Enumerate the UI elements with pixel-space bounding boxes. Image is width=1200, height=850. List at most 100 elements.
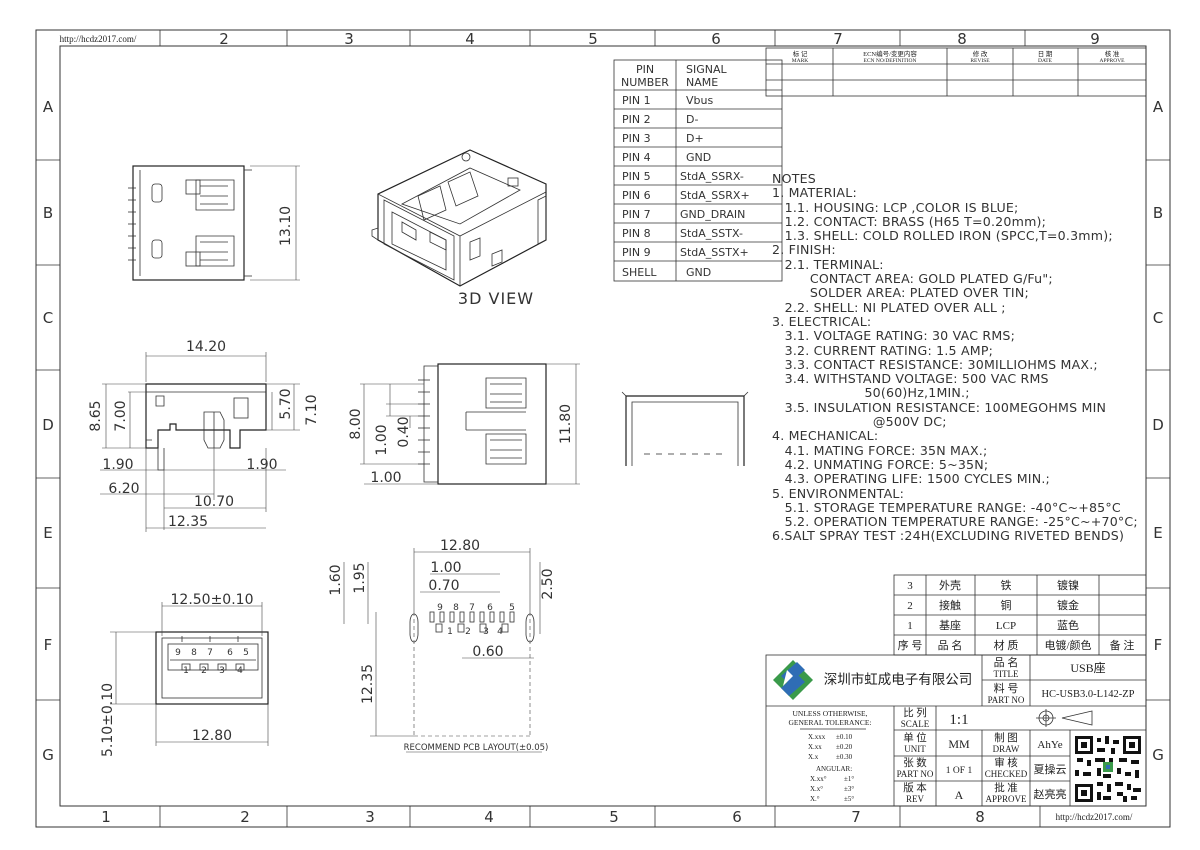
front-pin-label: 9 — [175, 648, 181, 658]
rev-header-en: ECN NO/DEFINITION — [863, 58, 916, 64]
title-block: 深圳市虹成电子有限公司 品 名 TITLE USB座 料 号 PART NO H… — [765, 654, 1147, 807]
pin-number: PIN 1 — [622, 94, 651, 107]
title-label-cn: 品 名 — [994, 655, 1019, 669]
top-column-labels: 2 3 4 5 6 7 8 9 — [219, 30, 1100, 48]
pcb-pin-label: 1 — [447, 627, 453, 637]
col-label: 5 — [609, 808, 619, 826]
company-logo — [773, 660, 813, 700]
dim-12-35: 12.35 — [168, 514, 208, 530]
notes-line: 4. MECHANICAL: — [772, 428, 879, 444]
rev-header-cn: ECN编号/变更内容 — [863, 49, 917, 58]
col-label: 4 — [484, 808, 494, 826]
row-label: B — [1153, 204, 1163, 222]
dim-pcb-2-50: 2.50 — [540, 568, 556, 599]
dim-7-00: 7.00 — [113, 400, 129, 431]
pcb-pin-label: 4 — [497, 627, 503, 637]
signal-header: SIGNAL — [686, 63, 728, 76]
pin-header: NUMBER — [621, 76, 669, 89]
rev-header-cn: 核 准 — [1105, 49, 1120, 58]
dim-13-10: 13.10 — [278, 206, 294, 246]
col-label: 6 — [711, 30, 721, 48]
pin-signal: GND — [686, 151, 711, 164]
notes-line: 50(60)Hz,1MIN.; — [772, 385, 970, 401]
dim-8-00: 8.00 — [348, 408, 364, 439]
approve-value: 赵亮亮 — [1034, 787, 1067, 801]
dim-12-50: 12.50±0.10 — [171, 592, 254, 608]
notes-line: 1.3. SHELL: COLD ROLLED IRON (SPCC,T=0.3… — [772, 228, 1113, 244]
pin-number: PIN 7 — [622, 208, 651, 221]
part-value: HC-USB3.0-L142-ZP — [1041, 689, 1134, 700]
row-labels-right: A B C D E F G — [1152, 98, 1164, 764]
check-label-cn: 审 核 — [994, 756, 1018, 769]
row-label: E — [1153, 524, 1162, 542]
col-label: 4 — [465, 30, 475, 48]
col-label: 8 — [957, 30, 967, 48]
pin-signal: D- — [686, 113, 698, 126]
dim-1-00-bottom: 1.00 — [370, 470, 401, 486]
pcb-pin-label: 8 — [453, 603, 459, 613]
tol-key: X.xx — [808, 743, 822, 751]
rev-label-cn: 版 本 — [903, 781, 927, 794]
part-label-en: PART NO — [988, 695, 1025, 705]
bom-header-finish: 电镀/颜色 — [1044, 638, 1091, 652]
front-pin-label: 5 — [243, 648, 249, 658]
draw-label-en: DRAW — [993, 744, 1020, 754]
rev-header-cn: 日 期 — [1038, 50, 1053, 58]
bom-finish: 蓝色 — [1057, 618, 1079, 632]
pin-signal: StdA_SSTX+ — [680, 246, 749, 259]
bom-finish: 镀镍 — [1057, 578, 1079, 592]
rev-header-en: APPROVE — [1099, 58, 1125, 64]
pin-number: SHELL — [622, 266, 657, 279]
ang-key: X.x° — [810, 785, 823, 793]
rev-label-en: REV — [906, 794, 925, 804]
front-pin-label: 1 — [183, 666, 189, 676]
pin-number: PIN 8 — [622, 227, 651, 240]
notes-line: 3.1. VOLTAGE RATING: 30 VAC RMS; — [772, 328, 1016, 344]
tol-key: X.xxx — [808, 733, 826, 741]
bottom-view-drawing: 11.80 8.00 1.00 0.40 1.00 — [348, 363, 580, 486]
notes-line: 3.2. CURRENT RATING: 1.5 AMP; — [772, 342, 994, 358]
bom-header-material: 材 质 — [994, 638, 1019, 652]
col-label: 6 — [732, 808, 742, 826]
col-label: 3 — [365, 808, 375, 826]
projection-symbol-icon — [1036, 709, 1093, 727]
rev-header-en: DATE — [1038, 58, 1053, 64]
pin-table: PIN NUMBER SIGNAL NAME PIN 1 Vbus PIN 2 … — [613, 59, 783, 282]
front-pin-label: 2 — [201, 666, 207, 676]
bom-header-name: 品 名 — [938, 638, 963, 652]
col-label: 7 — [851, 808, 861, 826]
qr-code-icon — [1073, 734, 1143, 804]
draw-value: AhYe — [1037, 739, 1062, 751]
notes-section: NOTES 1. MATERIAL: 1.1. HOUSING: LCP ,CO… — [772, 171, 1172, 544]
bom-name: 外壳 — [939, 578, 961, 592]
pin-signal: Vbus — [686, 94, 713, 107]
unit-label-en: UNIT — [904, 744, 926, 754]
ang-value: ±3° — [844, 785, 854, 793]
sheet-label-cn: 张 数 — [903, 756, 927, 769]
draw-label-cn: 制 图 — [994, 731, 1018, 744]
tolerance-title: GENERAL TOLERANCE: — [789, 718, 872, 727]
ang-key: X.° — [810, 795, 820, 803]
dim-pcb-1-00: 1.00 — [430, 560, 461, 576]
pin-number: PIN 4 — [622, 151, 651, 164]
tol-value: ±0.30 — [836, 753, 853, 761]
dim-1-90-right: 1.90 — [246, 457, 277, 473]
revision-table: 标 记 MARK ECN编号/变更内容 ECN NO/DEFINITION 修 … — [765, 47, 1147, 97]
dim-pcb-1-95: 1.95 — [352, 562, 368, 593]
approve-label-cn: 批 准 — [994, 781, 1018, 794]
row-labels-left: A B C D E F G — [42, 98, 54, 764]
tolerance-title: UNLESS OTHERWISE, — [793, 709, 868, 718]
notes-line: 3. ELECTRICAL: — [772, 313, 872, 329]
bom-material: 铁 — [1001, 579, 1012, 592]
row-label: E — [43, 524, 52, 542]
col-label: 3 — [344, 30, 354, 48]
notes-line: 3.4. WITHSTAND VOLTAGE: 500 VAC RMS — [772, 371, 1049, 387]
signal-header: NAME — [686, 76, 718, 89]
pin-number: PIN 5 — [622, 170, 651, 183]
bom-table: 3 外壳 铁 镀镍 2 接触 铜 镀金 1 基座 LCP 蓝色 序 号 品 名 … — [893, 574, 1147, 656]
3d-view-label: 3D VIEW — [458, 289, 534, 308]
notes-line: 2.1. TERMINAL: — [772, 256, 884, 272]
dim-pcb-0-60: 0.60 — [472, 644, 503, 660]
col-label: 2 — [219, 30, 229, 48]
rev-header-en: MARK — [792, 58, 809, 64]
